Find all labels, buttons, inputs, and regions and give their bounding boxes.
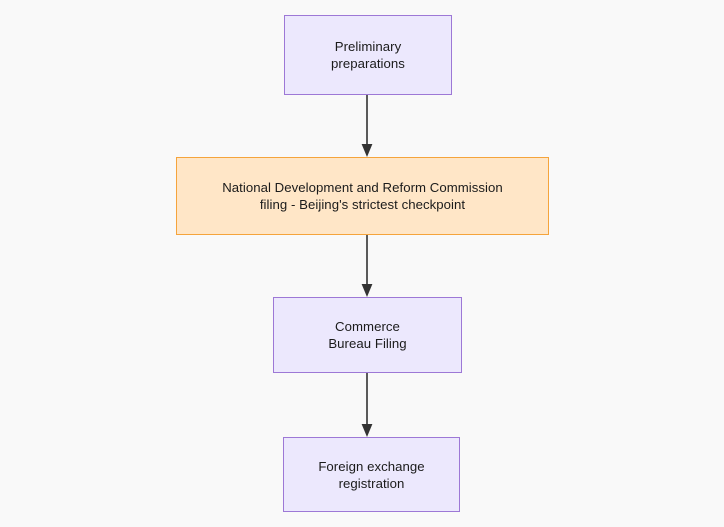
node-foreign-exchange-registration[interactable]: Foreign exchange registration bbox=[283, 437, 460, 512]
edge-preliminary-to-ndrc bbox=[347, 95, 387, 157]
node-commerce-bureau-filing[interactable]: Commerce Bureau Filing bbox=[273, 297, 462, 373]
node-label: Commerce Bureau Filing bbox=[328, 319, 407, 351]
node-label: Preliminary preparations bbox=[331, 39, 405, 71]
node-ndrc-filing[interactable]: National Development and Reform Commissi… bbox=[176, 157, 549, 235]
edge-ndrc-to-commerce bbox=[347, 235, 387, 297]
node-label: Foreign exchange registration bbox=[318, 458, 425, 491]
edge-commerce-to-forex bbox=[347, 373, 387, 437]
node-preliminary-preparations[interactable]: Preliminary preparations bbox=[284, 15, 452, 95]
node-label: National Development and Reform Commissi… bbox=[222, 180, 503, 212]
